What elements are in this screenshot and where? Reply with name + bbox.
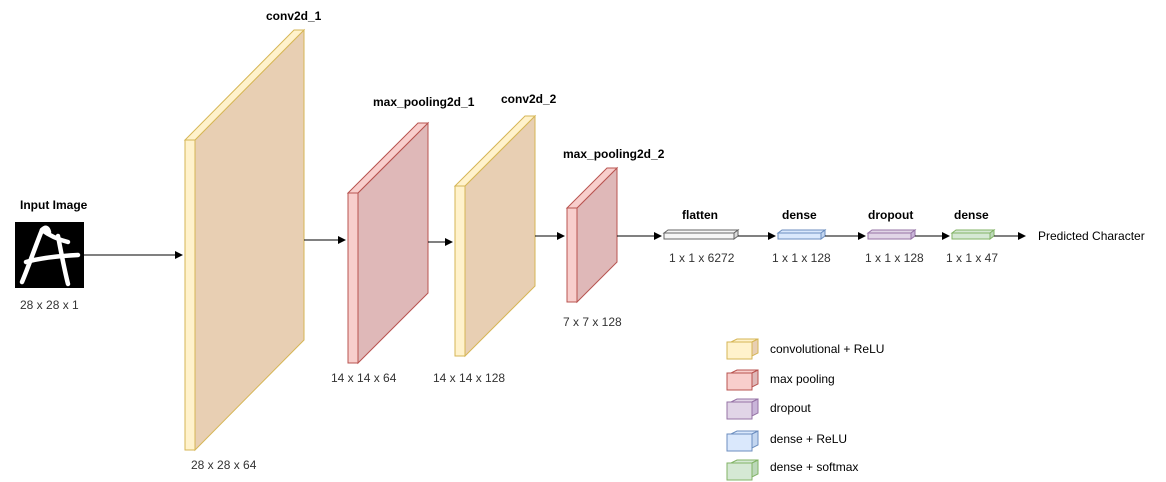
max-pooling2d-2-front [566, 207, 578, 303]
conv2d-2-side [464, 114, 536, 358]
legend-swatch-pool [726, 372, 753, 391]
legend-label-dense-relu: dense + ReLU [770, 432, 847, 446]
dense-softmax-shape: 1 x 1 x 47 [946, 251, 998, 265]
dropout-front [867, 232, 912, 240]
legend: convolutional + ReLU max pooling dropout… [726, 338, 884, 481]
layer-dropout: dropout 1 x 1 x 128 [865, 208, 924, 265]
layer-dense-relu: dense 1 x 1 x 128 [772, 208, 831, 265]
layer-max-pooling2d-1: max_pooling2d_1 14 x 14 x 64 [331, 95, 475, 385]
dense-softmax-front [951, 232, 991, 240]
dense-relu-shape: 1 x 1 x 128 [772, 251, 831, 265]
layer-conv2d-2: conv2d_2 14 x 14 x 128 [433, 92, 557, 385]
legend-swatch-dropout [726, 401, 753, 420]
output-label: Predicted Character [1038, 229, 1145, 243]
input-title: Input Image [20, 198, 88, 212]
legend-label-conv: convolutional + ReLU [770, 342, 884, 356]
conv2d-2-shape: 14 x 14 x 128 [433, 371, 505, 385]
conv2d-1-front [184, 139, 196, 451]
legend-item-pool: max pooling [726, 369, 835, 391]
dropout-name: dropout [868, 208, 913, 222]
max-pooling2d-1-side [357, 121, 429, 365]
dense-relu-name: dense [782, 208, 817, 222]
legend-item-conv: convolutional + ReLU [726, 338, 884, 360]
legend-swatch-dense-softmax [726, 462, 753, 481]
max-pooling2d-2-name: max_pooling2d_2 [563, 147, 665, 161]
dense-relu-front [777, 232, 822, 240]
max-pooling2d-2-shape: 7 x 7 x 128 [563, 315, 622, 329]
conv2d-2-front [454, 185, 466, 357]
conv2d-1-shape: 28 x 28 x 64 [191, 458, 257, 472]
legend-item-dense-relu: dense + ReLU [726, 430, 847, 452]
dropout-shape: 1 x 1 x 128 [865, 251, 924, 265]
max-pooling2d-1-name: max_pooling2d_1 [373, 95, 475, 109]
legend-item-dropout: dropout [726, 398, 811, 420]
conv2d-1-side [194, 28, 305, 452]
flatten-name: flatten [682, 208, 718, 222]
legend-label-dense-softmax: dense + softmax [770, 460, 858, 474]
layer-dense-softmax: dense 1 x 1 x 47 [946, 208, 998, 265]
max-pooling2d-1-front [347, 192, 359, 364]
conv2d-2-name: conv2d_2 [501, 92, 557, 106]
dense-softmax-name: dense [954, 208, 989, 222]
legend-swatch-dense-relu [726, 433, 753, 452]
flatten-shape: 1 x 1 x 6272 [669, 251, 735, 265]
layer-flatten: flatten 1 x 1 x 6272 [662, 208, 740, 265]
input-block: Input Image 28 x 28 x 1 [15, 198, 88, 312]
layer-max-pooling2d-2: max_pooling2d_2 7 x 7 x 128 [563, 147, 665, 329]
legend-swatch-conv [726, 341, 753, 360]
legend-label-dropout: dropout [770, 401, 811, 415]
connection-arrows [84, 232, 1026, 259]
layer-conv2d-1: conv2d_1 28 x 28 x 64 [183, 9, 322, 472]
max-pooling2d-1-shape: 14 x 14 x 64 [331, 371, 397, 385]
legend-item-dense-softmax: dense + softmax [726, 459, 858, 481]
legend-label-pool: max pooling [770, 372, 835, 386]
input-shape: 28 x 28 x 1 [20, 298, 79, 312]
conv2d-1-name: conv2d_1 [266, 9, 322, 23]
flatten-front [663, 232, 735, 240]
input-character-glyph [19, 225, 81, 287]
